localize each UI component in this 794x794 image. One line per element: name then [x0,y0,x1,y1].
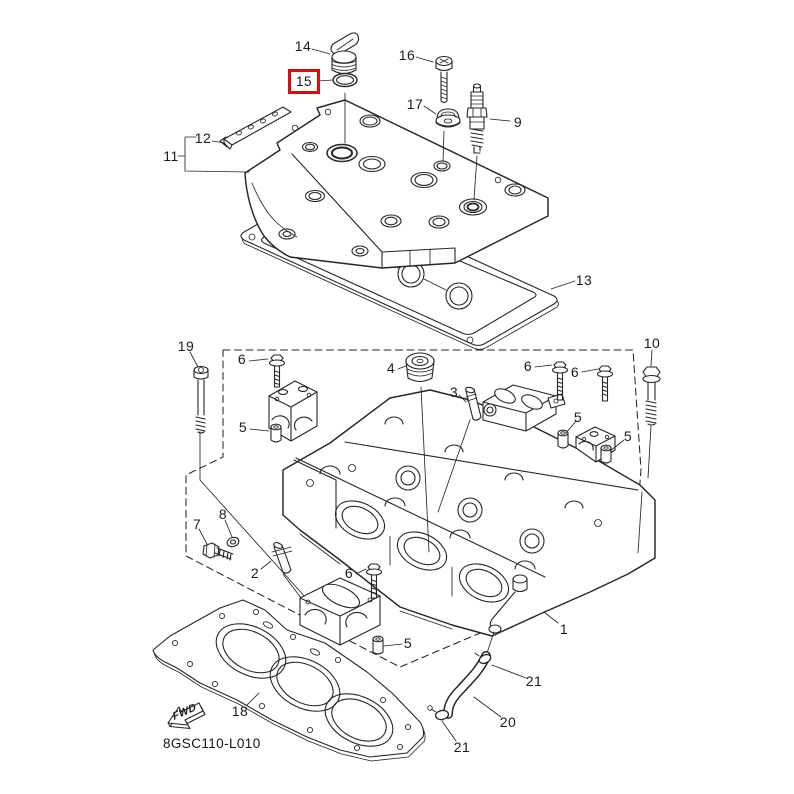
callout-6a: 6 [237,351,247,367]
dowel-pin-1 [270,423,282,443]
plug-4 [405,352,435,383]
cap-bolts [268,354,614,599]
callout-6c: 6 [570,364,580,380]
fwd-arrow-icon [167,702,206,730]
callout-15: 15 [295,73,313,89]
callout-6d: 6 [344,565,354,581]
bolt-16-drawing [435,55,453,104]
callout-4: 4 [386,360,396,376]
callout-18: 18 [231,703,249,719]
callout-19: 19 [177,338,195,354]
dowel-pin-3 [600,444,612,464]
callout-5a: 5 [238,419,248,435]
valve-guide-3 [465,386,482,421]
locating-lines-upper [344,92,478,201]
callout-5b: 5 [573,409,583,425]
cap-bolt-3 [596,365,614,402]
plate-12-drawing [219,106,292,150]
callout-3: 3 [449,384,459,400]
stud-bolt-19 [193,365,209,434]
camshaft-cap-upper-right [482,384,566,432]
callout-7: 7 [192,516,202,532]
dowel-pins [270,423,612,655]
callout-5c: 5 [623,428,633,444]
camshaft-cap-lower [299,577,381,646]
callout-12: 12 [194,130,212,146]
cap-bolt-2 [551,361,569,401]
callout-10: 10 [643,335,661,351]
dowel-pin-4 [372,635,384,655]
breather-hose-drawing [427,651,492,721]
callout-9: 9 [513,114,523,130]
callout-5d: 5 [403,635,413,651]
o-ring-drawing [332,72,358,88]
spark-plug-drawing [466,83,488,154]
leader-lines [177,48,653,742]
callout-1: 1 [559,621,569,637]
callout-13: 13 [575,272,593,288]
hose-clamp-upper [474,652,492,665]
callout-15-highlight-box: 15 [288,69,320,94]
bolt-7 [202,542,234,561]
callout-11: 11 [163,148,179,164]
callout-16: 16 [398,47,416,63]
callout-6b: 6 [523,358,533,374]
drawing-number: 8GSC110-L010 [163,736,261,751]
hose-clamp-lower [427,705,450,721]
bolt-10 [642,366,661,426]
callout-17: 17 [406,96,424,112]
callout-14: 14 [294,38,312,54]
callout-8: 8 [218,506,228,522]
cap-bolt-1 [268,354,286,388]
dashed-group-boundary [185,349,642,668]
head-gasket-drawing [152,599,426,762]
callout-2: 2 [250,565,260,581]
callout-21b: 21 [453,739,471,755]
valve-guide-2 [271,542,293,574]
oil-filler-cap-drawing [330,32,360,75]
head-cover-drawing [244,99,549,269]
grommet-drawing [435,108,461,128]
head-oil-fitting [488,574,528,634]
callout-21a: 21 [525,673,543,689]
cap-bolt-4 [365,563,383,599]
locating-lines-lower [199,386,652,654]
washer-8 [226,536,240,548]
callout-20: 20 [499,714,517,730]
dowel-pin-2 [557,429,569,449]
